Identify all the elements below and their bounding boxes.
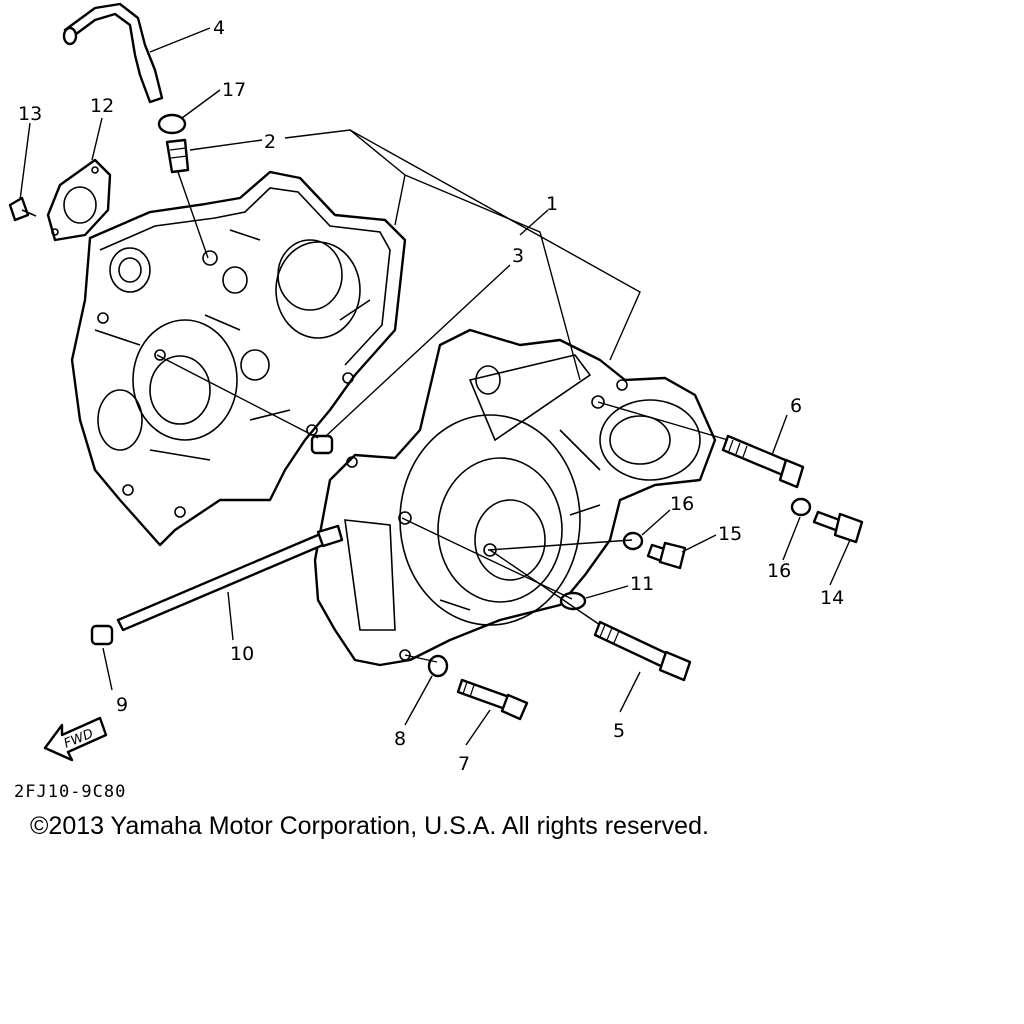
dowel-9-part bbox=[90, 624, 114, 646]
washer-16b-part bbox=[790, 497, 812, 517]
callout-14: 14 bbox=[820, 587, 844, 609]
callout-5: 5 bbox=[613, 720, 625, 742]
callout-labels: 1 2 3 4 5 6 7 8 9 10 11 12 13 14 15 16 1… bbox=[18, 17, 844, 775]
callout-17: 17 bbox=[222, 79, 246, 101]
stud-10-part bbox=[116, 524, 344, 632]
callout-7: 7 bbox=[458, 753, 470, 775]
bolt-6-part bbox=[721, 434, 805, 489]
crankcase-right bbox=[313, 328, 717, 667]
crankcase-left bbox=[70, 170, 407, 547]
callout-8: 8 bbox=[394, 728, 406, 750]
callout-11: 11 bbox=[630, 573, 654, 595]
callout-13: 13 bbox=[18, 103, 42, 125]
hose-part bbox=[62, 2, 164, 104]
drawing-code: 2FJ10-9C80 bbox=[14, 782, 127, 802]
callout-10: 10 bbox=[230, 643, 254, 665]
callout-15: 15 bbox=[718, 523, 742, 545]
bolt-5-part bbox=[593, 620, 692, 682]
dowel-3-part bbox=[310, 434, 334, 455]
callout-6: 6 bbox=[790, 395, 802, 417]
washer-8-part bbox=[427, 654, 449, 678]
fwd-arrow-icon: FWD bbox=[43, 716, 108, 762]
bolt-15-part bbox=[646, 541, 687, 570]
fitting-part bbox=[165, 138, 190, 174]
callout-4: 4 bbox=[213, 17, 225, 39]
screw-13-part bbox=[8, 196, 37, 222]
copyright-text: ©2013 Yamaha Motor Corporation, U.S.A. A… bbox=[30, 812, 709, 840]
callout-3: 3 bbox=[512, 245, 524, 267]
callout-12: 12 bbox=[90, 95, 114, 117]
clamp-part bbox=[157, 113, 187, 135]
callout-2: 2 bbox=[264, 131, 276, 153]
callout-16b: 16 bbox=[767, 560, 791, 582]
bolt-7-part bbox=[456, 678, 529, 721]
leader-lines bbox=[19, 27, 851, 746]
callout-1: 1 bbox=[546, 193, 558, 215]
callout-9: 9 bbox=[116, 694, 128, 716]
bolt-14-part bbox=[812, 510, 864, 544]
gasket-part bbox=[46, 158, 112, 242]
callout-16a: 16 bbox=[670, 493, 694, 515]
alignment-lines bbox=[156, 171, 729, 663]
